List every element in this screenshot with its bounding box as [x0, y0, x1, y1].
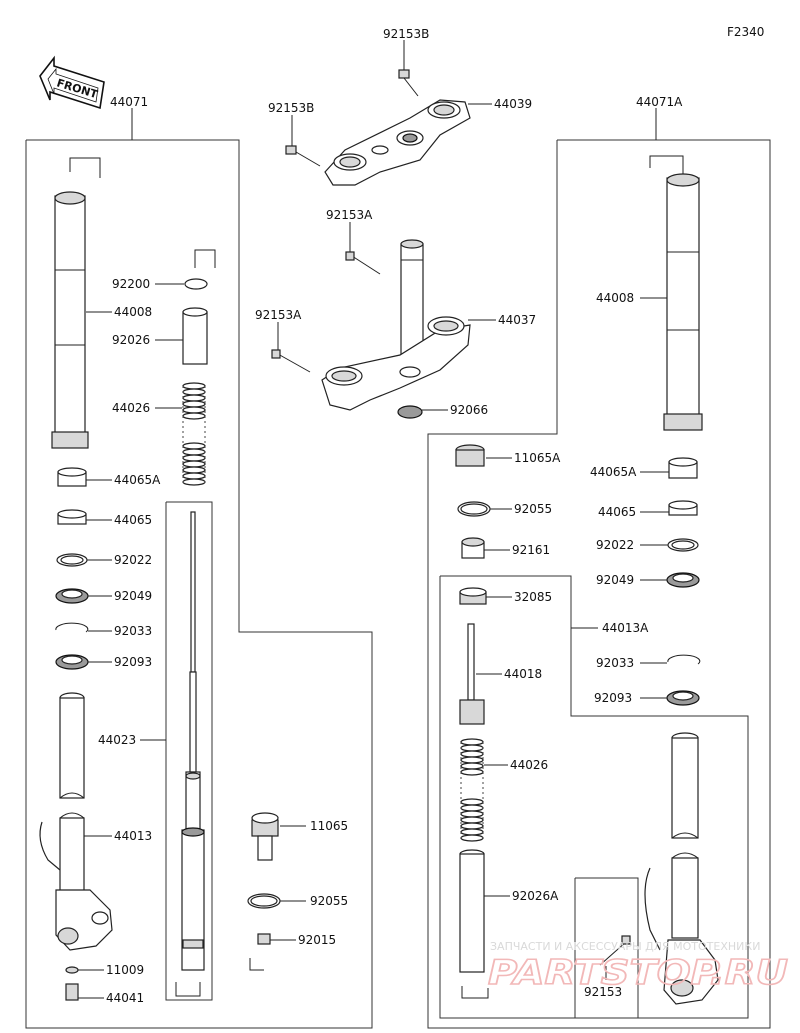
label-11009: 11009 [106, 963, 144, 977]
label-92161: 92161 [512, 543, 550, 557]
label-92153B-top: 92153B [383, 27, 429, 41]
watermark-logo: PARTSTOP.RU [488, 953, 788, 993]
diagram-code: F2340 [727, 25, 764, 39]
label-44071A: 44071A [636, 95, 683, 109]
bolt-92153B-left [285, 145, 321, 167]
ring-92200 [184, 249, 216, 290]
label-32085: 32085 [514, 590, 552, 604]
outer-tube-44008-right [649, 155, 703, 431]
dust-seal-92093-right [666, 690, 700, 706]
dust-seal-92093-left [55, 654, 89, 670]
label-44026-right: 44026 [510, 758, 548, 772]
inner-tube-44013A-right [644, 732, 719, 1005]
lower-triple-clamp [321, 239, 471, 411]
bushing-44065-right [668, 500, 698, 516]
oil-seal-92049-left [55, 588, 89, 604]
label-92153A-top: 92153A [326, 208, 373, 222]
collar-92161 [461, 537, 485, 559]
damper-rod-44023 [181, 511, 205, 971]
label-11065: 11065 [310, 819, 348, 833]
spring-44026-left [182, 382, 206, 486]
bushing-44065-left [57, 509, 87, 525]
outer-tube-44008-left [51, 157, 101, 449]
label-11065A: 11065A [514, 451, 561, 465]
label-92055-right: 92055 [514, 502, 552, 516]
label-44065-right: 44065 [598, 505, 636, 519]
assembly-outline-44023 [165, 501, 213, 1001]
circlip-92033-left [55, 622, 89, 633]
o-ring-92055-right [457, 501, 491, 517]
label-92015: 92015 [298, 933, 336, 947]
inset-outline-92153 [574, 877, 639, 1019]
fork-cap-11065A [455, 444, 485, 467]
bolt-92153A-top [345, 251, 381, 275]
label-92049-left: 92049 [114, 589, 152, 603]
label-92033-right: 92033 [596, 656, 634, 670]
label-92055-left: 92055 [310, 894, 348, 908]
label-92153A-left: 92153A [255, 308, 302, 322]
upper-triple-clamp [324, 99, 471, 186]
nut-92015 [249, 933, 271, 971]
label-92033-left: 92033 [114, 624, 152, 638]
inner-tube-44013-left [39, 692, 113, 951]
label-92026: 92026 [112, 333, 150, 347]
label-44013: 44013 [114, 829, 152, 843]
label-44041: 44041 [106, 991, 144, 1005]
circlip-92033-right [667, 654, 701, 665]
label-92066: 92066 [450, 403, 488, 417]
front-arrow-icon: FRONT [39, 55, 105, 110]
seal-92066 [397, 405, 423, 419]
bolt-92153B-top [398, 69, 419, 97]
washer-92022-right [667, 538, 699, 552]
label-44023: 44023 [98, 733, 136, 747]
spring-44026-right [460, 738, 484, 842]
label-92200: 92200 [112, 277, 150, 291]
fork-cap-11065 [251, 812, 279, 861]
bolt-44041 [65, 983, 79, 1001]
bushing-44065A-left [57, 467, 87, 487]
label-44037: 44037 [498, 313, 536, 327]
label-44071: 44071 [110, 95, 148, 109]
label-92153B-left: 92153B [268, 101, 314, 115]
o-ring-92055-left [247, 893, 281, 909]
spacer-92026-left [182, 307, 208, 365]
label-92026A: 92026A [512, 889, 559, 903]
label-44039: 44039 [494, 97, 532, 111]
oil-seal-92049-right [666, 572, 700, 588]
label-92022-left: 92022 [114, 553, 152, 567]
assembly-outline-44071 [25, 139, 373, 1029]
bolt-92153A-left [271, 349, 311, 373]
bushing-44065A-right [668, 457, 698, 479]
label-44013A: 44013A [602, 621, 649, 635]
cartridge-44018 [459, 623, 485, 725]
bolt-92153 [599, 935, 631, 966]
label-44065A-right: 44065A [590, 465, 637, 479]
cap-32085 [459, 587, 487, 605]
label-92022-right: 92022 [596, 538, 634, 552]
label-44008-left: 44008 [114, 305, 152, 319]
label-44065-left: 44065 [114, 513, 152, 527]
label-92093-left: 92093 [114, 655, 152, 669]
watermark-tagline: ЗАПЧАСТИ И АКСЕССУАРЫ ДЛЯ МОТОТЕХНИКИ [490, 940, 760, 953]
washer-92022-left [56, 553, 88, 567]
assembly-outline-44013A [439, 575, 749, 1019]
label-92049-right: 92049 [596, 573, 634, 587]
label-44065A-left: 44065A [114, 473, 161, 487]
label-44008-right: 44008 [596, 291, 634, 305]
spacer-92026A [459, 849, 489, 999]
label-92093-right: 92093 [594, 691, 632, 705]
assembly-outline-44071A [427, 139, 771, 1029]
washer-11009 [65, 966, 79, 974]
label-44026-left: 44026 [112, 401, 150, 415]
label-92153: 92153 [584, 985, 622, 999]
label-44018: 44018 [504, 667, 542, 681]
